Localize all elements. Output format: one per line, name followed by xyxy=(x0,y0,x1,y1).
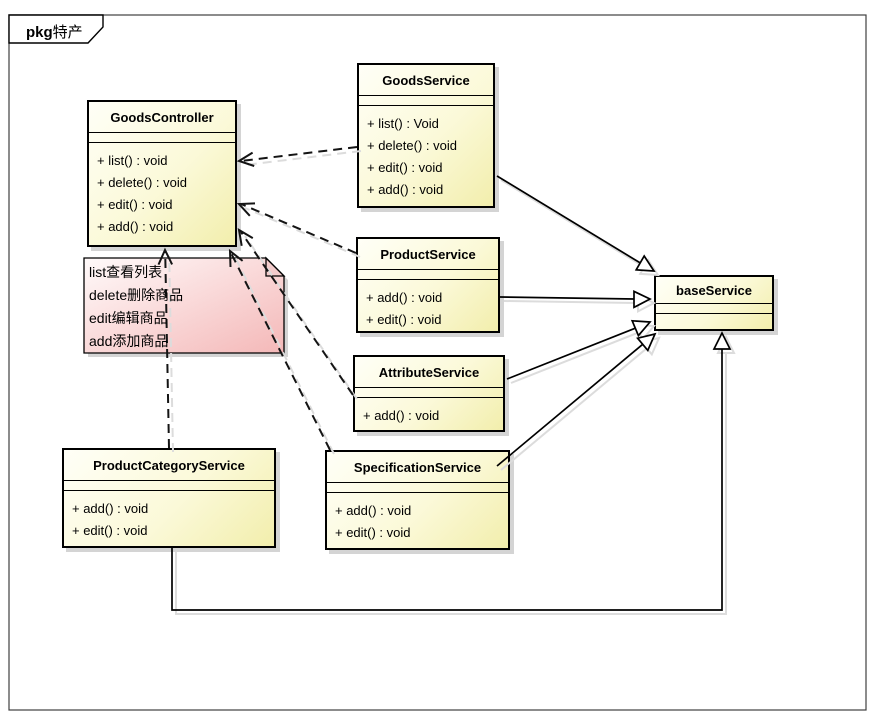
triangle-arrowhead-icon xyxy=(630,319,652,338)
generalization-specificationservice-to-baseservice[interactable] xyxy=(496,332,657,467)
triangle-arrowhead-icon xyxy=(712,331,732,350)
method-label: + edit() : void xyxy=(97,197,173,212)
class-goodscontroller-name: GoodsController xyxy=(89,102,235,133)
method-label: + edit() : void xyxy=(366,312,442,327)
method-label: + edit() : void xyxy=(335,525,411,540)
dependency-productservice-to-goodscontroller[interactable] xyxy=(236,202,357,254)
method-label: + add() : void xyxy=(72,501,149,516)
note[interactable]: list查看列表 delete删除商品 edit编辑商品 add添加商品 xyxy=(89,261,279,353)
class-goodscontroller-methods: + list() : void + delete() : void + edit… xyxy=(89,143,235,238)
dependency-goodsservice-to-goodscontroller[interactable] xyxy=(236,146,358,167)
class-specificationservice-attributes xyxy=(327,483,508,493)
class-goodsservice-attributes xyxy=(359,96,493,106)
class-specificationservice-name: SpecificationService xyxy=(327,452,508,483)
method-label: + edit() : void xyxy=(72,523,148,538)
open-arrowhead-icon xyxy=(236,202,256,217)
class-productcategoryservice-methods: + add() : void + edit() : void xyxy=(64,491,274,542)
class-goodsservice-methods: + list() : Void + delete() : void + edit… xyxy=(359,106,493,201)
class-productcategoryservice-name: ProductCategoryService xyxy=(64,450,274,481)
class-specificationservice[interactable]: SpecificationService + add() : void + ed… xyxy=(325,450,510,550)
class-productservice-name: ProductService xyxy=(358,239,498,270)
class-attributeservice-name: AttributeService xyxy=(355,357,503,388)
method-label: + delete() : void xyxy=(367,138,457,153)
generalization-goodsservice-to-baseservice[interactable] xyxy=(496,175,656,272)
method-label: + add() : void xyxy=(335,503,412,518)
open-arrowhead-icon xyxy=(237,228,254,246)
generalization-attributeservice-to-baseservice[interactable] xyxy=(506,319,652,380)
class-attributeservice-methods: + add() : void xyxy=(355,398,503,427)
class-productservice-methods: + add() : void + edit() : void xyxy=(358,280,498,331)
note-line: delete删除商品 xyxy=(89,287,184,303)
class-goodscontroller[interactable]: GoodsController + list() : void + delete… xyxy=(87,100,237,247)
class-productcategoryservice-attributes xyxy=(64,481,274,491)
triangle-arrowhead-icon xyxy=(636,332,657,352)
class-attributeservice-attributes xyxy=(355,388,503,398)
class-specificationservice-methods: + add() : void + edit() : void xyxy=(327,493,508,544)
method-label: + add() : void xyxy=(97,219,174,234)
method-label: + add() : void xyxy=(363,408,440,423)
class-goodscontroller-attributes xyxy=(89,133,235,143)
method-label: + edit() : void xyxy=(367,160,443,175)
triangle-arrowhead-icon xyxy=(634,254,656,272)
tab-label-suffix: 特产 xyxy=(52,24,83,41)
open-arrowhead-icon xyxy=(236,151,255,167)
note-line: add添加商品 xyxy=(89,333,169,349)
method-label: + delete() : void xyxy=(97,175,187,190)
method-label: + add() : void xyxy=(366,290,443,305)
method-label: + list() : void xyxy=(97,153,168,168)
class-attributeservice[interactable]: AttributeService + add() : void xyxy=(353,355,505,432)
method-label: + list() : Void xyxy=(367,116,439,131)
class-productcategoryservice[interactable]: ProductCategoryService + add() : void + … xyxy=(62,448,276,548)
tab-label-prefix: pkg xyxy=(26,24,53,41)
class-baseservice-attributes xyxy=(656,304,772,314)
class-baseservice[interactable]: baseService xyxy=(654,275,774,331)
method-label: + add() : void xyxy=(367,182,444,197)
class-goodsservice-name: GoodsService xyxy=(359,65,493,96)
note-line: list查看列表 xyxy=(89,264,163,280)
class-baseservice-name: baseService xyxy=(656,277,772,304)
package-tab-label: pkg特产 xyxy=(26,21,83,42)
class-productservice-attributes xyxy=(358,270,498,280)
generalization-productservice-to-baseservice[interactable] xyxy=(499,290,652,309)
class-goodsservice[interactable]: GoodsService + list() : Void + delete() … xyxy=(357,63,495,208)
triangle-arrowhead-icon xyxy=(633,290,652,309)
class-productservice[interactable]: ProductService + add() : void + edit() :… xyxy=(356,237,500,333)
note-line: edit编辑商品 xyxy=(89,310,168,326)
